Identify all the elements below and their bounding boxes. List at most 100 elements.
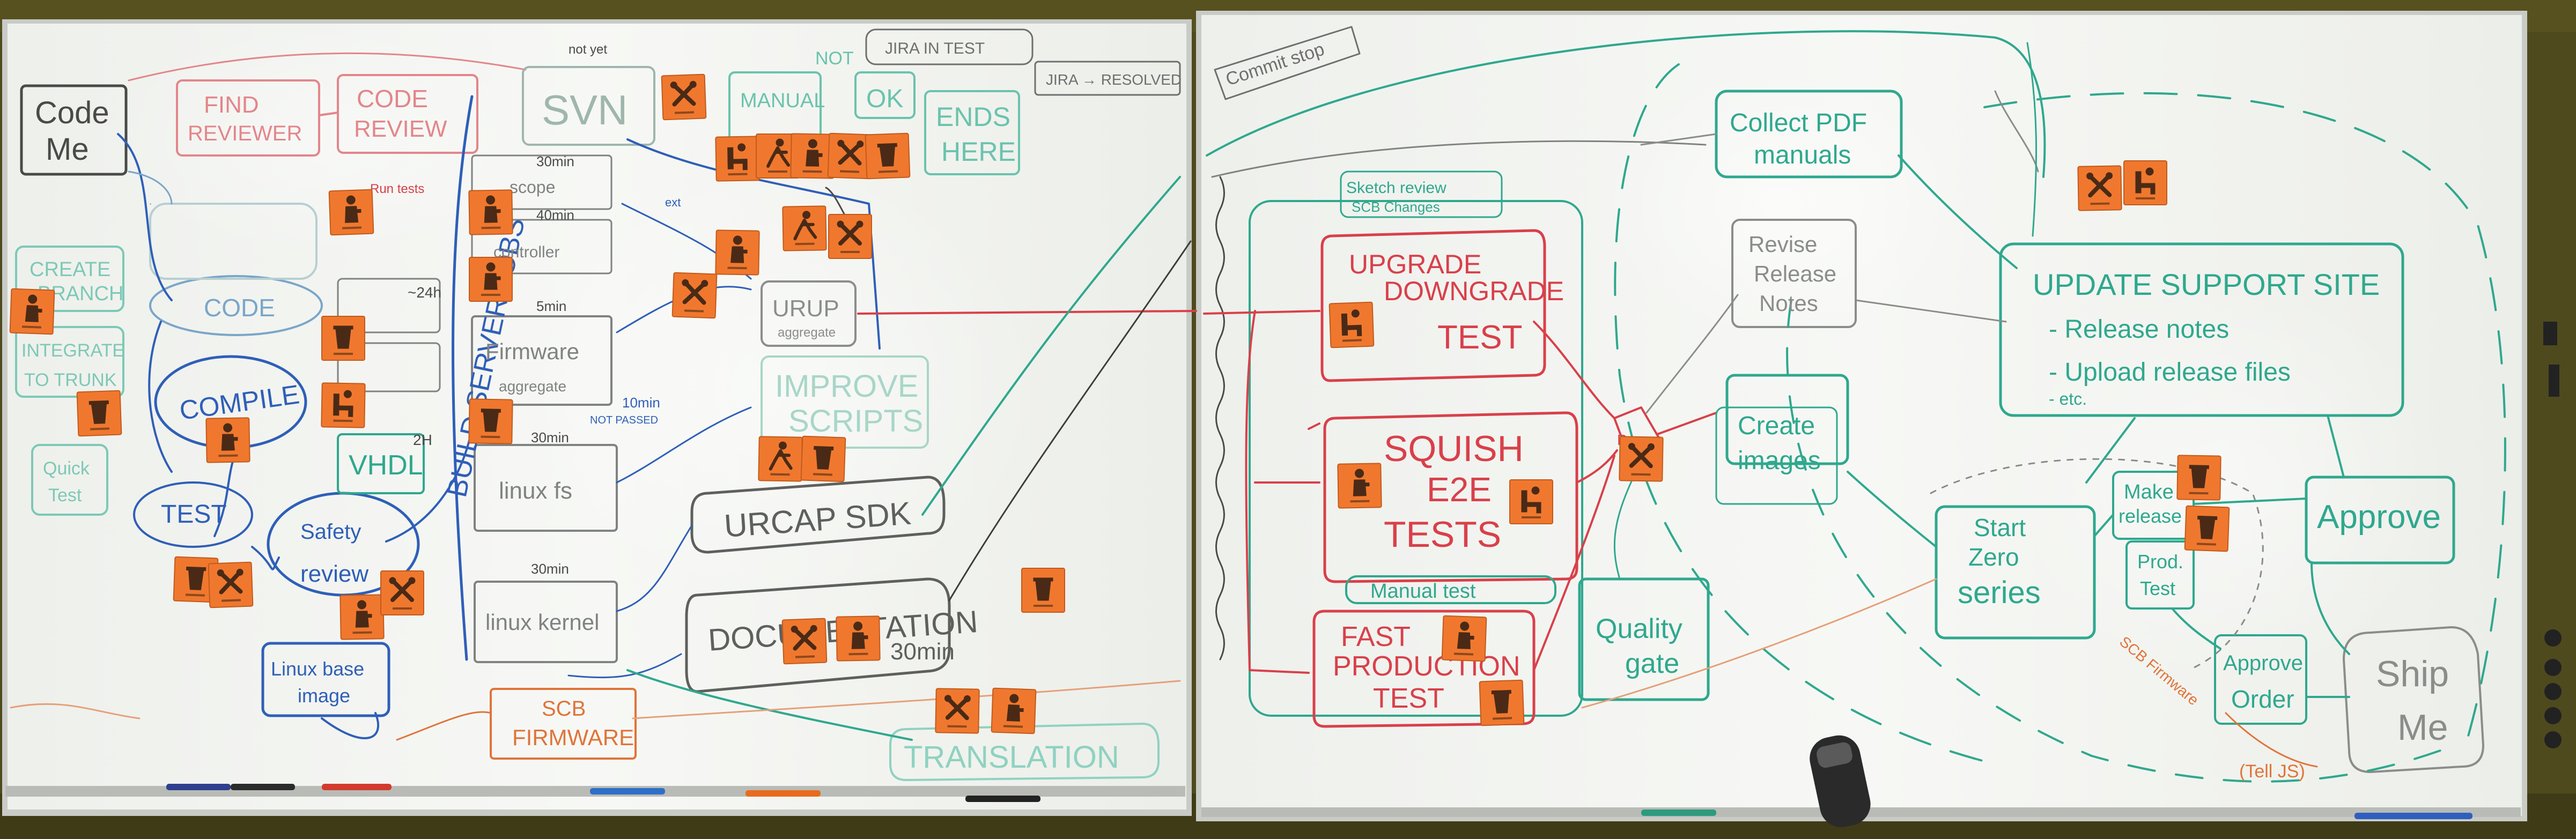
tool-icon [791,625,817,651]
sticky-note [935,688,980,734]
quality-gate-label-1: Quality [1596,613,1682,644]
sticky-note [1337,463,1382,509]
squish-label-3: TESTS [1384,514,1501,555]
left-whiteboard [2,19,1192,816]
tool-icon [944,695,971,721]
code-review-box [337,74,478,154]
sticky-note [173,556,219,603]
firmware-label-2: aggregate [499,378,566,395]
sticky-note [1619,436,1664,482]
svn-label: SVN [542,86,628,133]
approve-label: Approve [2317,499,2441,536]
sticky-note [661,73,707,121]
tell-js-label: (Tell JS) [2239,761,2305,782]
ok-box [854,71,916,119]
revise-label-3: Notes [1759,291,1818,316]
make-release-label-1: Make [2124,481,2174,503]
update-support-site-box [1999,242,2404,417]
find-reviewer-label-2: REVIEWER [188,122,302,145]
sticky-note [1328,301,1375,348]
tool-icon [217,568,243,595]
firmware-box [471,315,612,406]
time-30min-doc: 30min [890,638,955,665]
chair-icon [333,390,353,417]
tool-icon [389,577,416,602]
sticky-note [2184,505,2230,552]
bucket-icon [186,566,206,590]
squish-box [1323,411,1578,583]
code-me-label-1: Code [35,95,109,130]
sticky-note [208,561,254,608]
chair-icon [2135,167,2156,195]
fast-label-2: PRODUCTION [1333,651,1520,682]
scb-label-2: FIRMWARE [512,725,634,750]
sticky-note [2077,165,2122,211]
sticky-note [715,229,760,276]
sticky-note [671,272,718,319]
squish-label-1: SQUISH [1384,428,1524,469]
ends-here-box [924,90,1020,175]
sticky-note [2176,455,2221,501]
sketch-review-box [1340,170,1503,218]
sticky-note [205,417,250,463]
sketch-review-label-2: SCB Changes [1352,199,1440,215]
time-2h: 2H [413,432,432,448]
jira-in-test-label: JIRA IN TEST [885,40,985,57]
safety-label: Safety [300,520,361,544]
run-tests-label: Run tests [370,182,424,196]
fast-label-1: FAST [1341,621,1411,652]
sticky-note [469,257,513,302]
code-label: CODE [204,294,275,322]
person-icon [730,235,748,263]
ends-here-label-1: ENDS [936,102,1010,132]
prod-test-label-2: Test [2140,577,2175,599]
start-zero-label-3: series [1958,575,2041,610]
revise-release-notes-box [1731,219,1857,328]
integrate-label-1: INTEGRATE [21,340,124,361]
manual-test-label: Manual test [1370,580,1476,603]
linux-kernel-label: linux kernel [485,610,599,635]
person-icon [25,294,42,322]
time-30min-b: 30min [531,429,569,446]
code-me-box [20,84,128,176]
sticky-note [1021,568,1065,613]
create-branch-label-1: CREATE [29,258,110,281]
sticky-note [2123,160,2167,205]
commit-stop-box [1214,26,1361,100]
person-icon [1353,469,1370,496]
approve-order-box [2214,634,2307,725]
translation-label: TRANSLATION [904,740,1119,775]
make-release-label-2: release [2119,505,2182,527]
integrate-label-2: TO TRUNK [24,370,117,390]
start-zero-label-2: Zero [1968,543,2019,571]
sticky-note [715,136,760,182]
test-label: TEST [161,500,227,529]
tool-icon [2086,172,2113,198]
update-support-site-label: UPDATE SUPPORT SITE [2033,268,2380,301]
person-icon [1457,621,1474,649]
approve-box [2305,476,2455,565]
bucket-icon [814,446,834,470]
time-24h: ~24h [408,284,441,301]
jira-box [865,28,1034,65]
code-review-label-2: REVIEW [354,116,447,142]
tool-icon [670,80,697,107]
code-me-label-2: Me [46,132,89,167]
ship-me-label-2: Me [2397,707,2448,748]
fast-label-3: TEST [1373,683,1444,714]
markers [166,784,2472,819]
sticky-note [321,316,365,361]
linux-fs-label: linux fs [499,478,572,504]
ends-here-label-2: HERE [941,137,1016,167]
jira-resolved-label: JIRA → RESOLVED [1046,71,1182,88]
sticky-note [758,436,803,482]
sticky-note [836,615,881,662]
walker-icon [769,441,793,471]
sticky-note [468,189,513,235]
ship-me-box [2343,626,2484,773]
tool-icon [1628,443,1655,469]
create-images-label-2: images [1738,447,1821,475]
sticky-note [9,288,55,335]
linux-base-label-2: image [298,685,350,707]
